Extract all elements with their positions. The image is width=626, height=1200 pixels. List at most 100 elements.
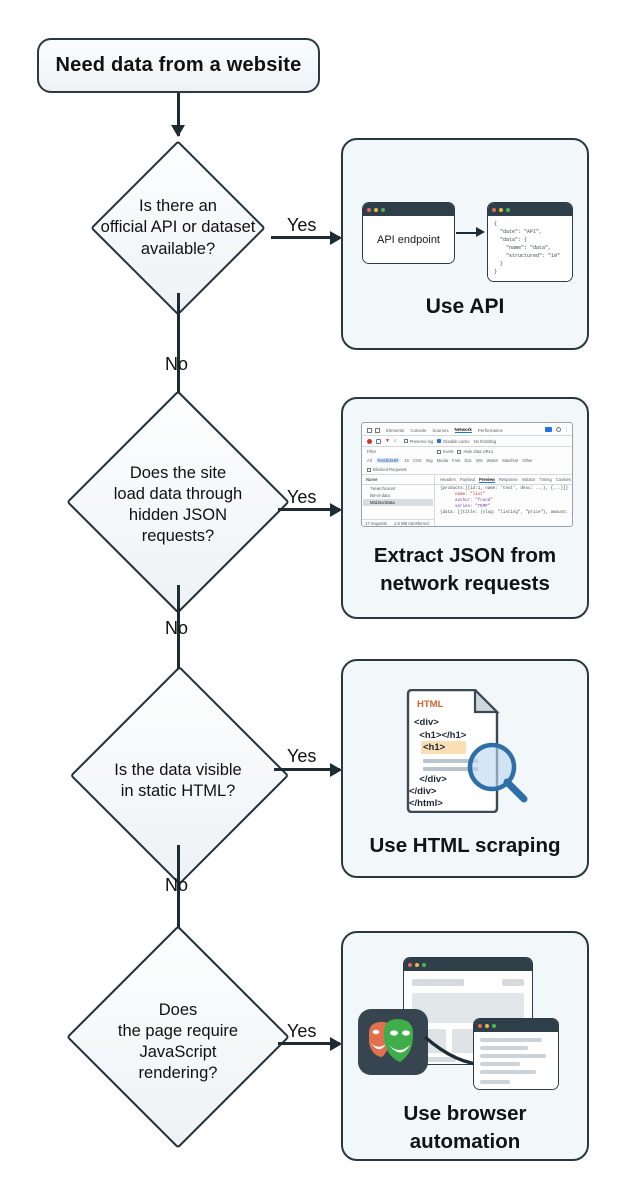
chip-media[interactable]: Media xyxy=(436,458,449,463)
device-toolbar-icon[interactable] xyxy=(375,427,380,433)
window-dot-red xyxy=(478,1023,482,1028)
devtools-type-chips[interactable]: All Fetch/XHR JS CSS Img Media Font Doc … xyxy=(367,457,537,464)
content-placeholder-bar xyxy=(480,1054,546,1058)
devtools-tab-elements[interactable]: Elements xyxy=(386,427,405,433)
detail-tab-cookies[interactable]: Cookies xyxy=(555,477,571,482)
chip-js[interactable]: JS xyxy=(404,458,410,463)
edge-label-decision2-yes: Yes xyxy=(287,487,317,507)
playwright-masks-icon xyxy=(369,1019,414,1062)
result-window-body xyxy=(474,1032,558,1089)
edge-label-decision1-no: No xyxy=(165,354,189,374)
devtools-network-toolbar[interactable]: ▼ ⌕ Preserve log Disable cache No thrott… xyxy=(367,437,500,445)
start-node-label: Need data from a website xyxy=(55,54,302,76)
chip-manifest[interactable]: Manifest xyxy=(502,458,519,463)
invert-checkbox[interactable] xyxy=(437,449,441,454)
blocked-requests-label: Blocked Requests xyxy=(373,467,407,472)
devtools-filter-row[interactable]: Filter xyxy=(367,448,380,455)
detail-tab-initiator[interactable]: Initiator xyxy=(521,477,536,482)
magnifier-icon xyxy=(467,742,528,803)
devtools-tab-performance[interactable]: Performance xyxy=(477,427,503,433)
outcome-caption-html-scraping: Use HTML scraping xyxy=(369,834,561,857)
content-placeholder-bar xyxy=(480,1080,510,1084)
record-icon[interactable] xyxy=(367,438,372,444)
request-row-selected-bg xyxy=(363,499,433,506)
content-placeholder-bar xyxy=(480,1038,542,1042)
network-status-requests: 17 requests xyxy=(365,521,387,526)
arrowhead-card2 xyxy=(330,503,342,517)
chip-doc[interactable]: Doc xyxy=(464,458,472,463)
window-dot-green xyxy=(492,1023,496,1028)
blocked-requests-checkbox[interactable] xyxy=(367,467,371,472)
api-json-window-titlebar xyxy=(488,203,572,216)
window-dot-green xyxy=(506,207,510,212)
hide-data-urls-checkbox[interactable] xyxy=(457,449,462,454)
devtools-tab-console[interactable]: Console xyxy=(410,427,427,433)
api-json-window-body: { "date": "API", "data": { "name": "data… xyxy=(488,216,572,281)
connector-decision2-yes xyxy=(278,508,340,511)
chip-font[interactable]: Font xyxy=(452,458,461,463)
filter-icon[interactable]: ▼ xyxy=(385,438,390,444)
outcome-card-browser-automation: Use browser automation xyxy=(341,931,589,1161)
close-icon[interactable]: ⋮ xyxy=(564,427,569,433)
json-line: "structured": "10" xyxy=(494,253,561,259)
devtools-filter-checks[interactable]: Invert Hide data URLs xyxy=(437,448,497,455)
chip-other[interactable]: Other xyxy=(522,458,533,463)
window-dot-red xyxy=(492,207,496,212)
arrowhead-decision1 xyxy=(171,125,185,137)
devtools-tab-sources[interactable]: Sources xyxy=(432,427,449,433)
devtools-tabbar[interactable]: Elements Console Sources Network Perform… xyxy=(367,426,509,434)
chip-css[interactable]: CSS xyxy=(413,458,422,463)
edge-label-decision4-yes: Yes xyxy=(287,1021,317,1041)
detail-tab-headers[interactable]: Headers xyxy=(440,477,456,482)
outcome-caption-use-api: Use API xyxy=(425,295,505,318)
detail-tab-preview[interactable]: Preview xyxy=(478,476,495,483)
api-json-window: { "date": "API", "data": { "name": "data… xyxy=(487,202,573,282)
content-placeholder-bar xyxy=(480,1070,536,1074)
devtools-detail-tabs[interactable]: Headers Payload Preview Response Initiat… xyxy=(440,476,572,483)
connector-decision4-yes xyxy=(278,1042,340,1045)
chip-all[interactable]: All xyxy=(367,458,372,463)
doc-placeholder-bar xyxy=(423,759,478,763)
connector-decision2-no xyxy=(177,585,180,695)
content-placeholder-bar xyxy=(412,979,464,986)
request-row[interactable]: MtdJsonData xyxy=(370,500,395,505)
disable-cache-checkbox[interactable] xyxy=(437,439,442,443)
json-line: } xyxy=(494,261,504,267)
gear-icon[interactable] xyxy=(556,426,561,432)
outcome-card-extract-json: Elements Console Sources Network Perform… xyxy=(341,397,589,619)
result-window xyxy=(473,1018,559,1090)
devtools-tab-network[interactable]: Network xyxy=(454,427,472,433)
throttling-select[interactable]: No throttling xyxy=(473,438,497,444)
request-row[interactable]: list-or-data xyxy=(370,493,390,498)
detail-tab-payload[interactable]: Payload xyxy=(459,477,475,482)
preserve-log-label: Preserve log xyxy=(409,438,434,444)
preview-code-line: series: "TEMP" xyxy=(450,505,491,509)
chip-wasm[interactable]: Wasm xyxy=(486,458,499,463)
search-icon[interactable]: ⌕ xyxy=(393,438,397,444)
disable-cache-label: Disable cache xyxy=(443,438,470,444)
inspect-icon[interactable] xyxy=(367,427,372,433)
chip-fetch-xhr[interactable]: Fetch/XHR xyxy=(375,458,401,463)
result-window-titlebar xyxy=(474,1019,558,1032)
content-placeholder-bar xyxy=(502,979,524,986)
detail-tab-timing[interactable]: Timing xyxy=(539,477,552,482)
filter-input[interactable]: Filter xyxy=(367,449,377,454)
divider xyxy=(362,519,434,520)
chip-img[interactable]: Img xyxy=(425,458,433,463)
preview-code-line: {data: [{title: {slug: "listing", "price… xyxy=(440,511,573,515)
devtools-blocked-row[interactable]: Blocked Requests xyxy=(367,466,411,473)
chip-ws[interactable]: WS xyxy=(475,458,483,463)
preserve-log-checkbox[interactable] xyxy=(403,439,408,443)
window-dot-green xyxy=(381,207,385,212)
preview-code-line: {products:[{id:1, name: 'text', desc: ..… xyxy=(440,487,569,491)
connector-decision3-yes xyxy=(274,768,340,771)
detail-tab-response[interactable]: Response xyxy=(498,477,518,482)
request-row[interactable]: ?searchcount xyxy=(370,486,396,491)
api-card-inner-arrow-line xyxy=(456,232,478,234)
preview-code-line: author: "found" xyxy=(450,499,493,503)
window-dot-yellow xyxy=(415,962,419,967)
doc-line: <h1></h1> xyxy=(414,730,467,741)
doc-line: </html> xyxy=(409,798,443,809)
clear-icon[interactable] xyxy=(376,438,381,444)
